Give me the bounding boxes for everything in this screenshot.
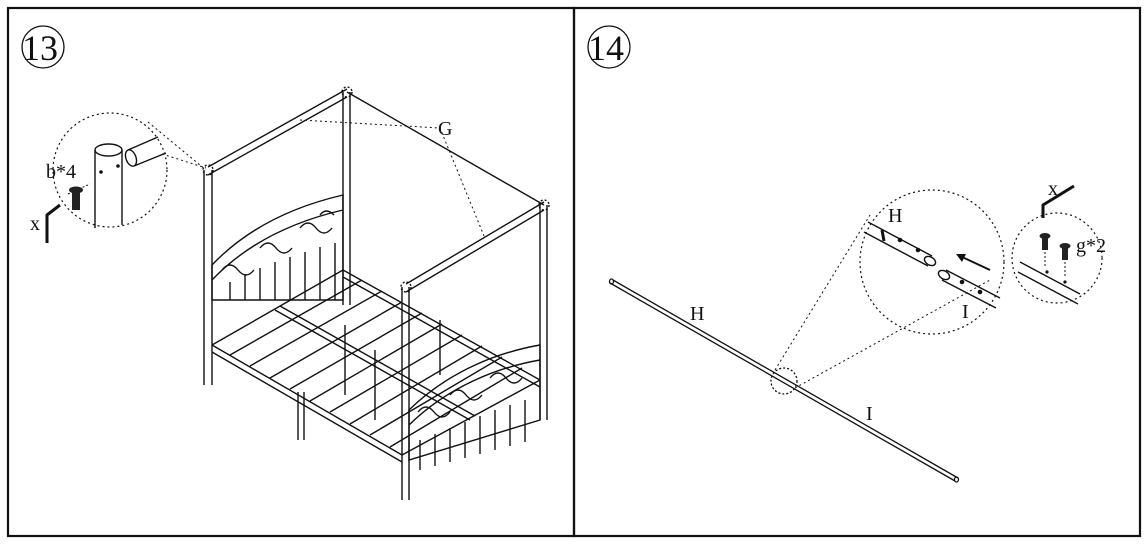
callout-rod-end [124, 149, 138, 167]
rod-h-i-assembly [608, 278, 960, 483]
callout-post [94, 150, 123, 228]
zoom-h-label: H [888, 205, 902, 227]
callout-circle [52, 112, 168, 228]
allen-key-icon [45, 203, 61, 243]
screw-g-label: g*2 [1076, 235, 1106, 257]
step-13-number-circle [21, 25, 65, 69]
callout-rod [127, 136, 167, 167]
zoom-i-label: I [962, 301, 969, 323]
callout-post-top [94, 143, 123, 157]
panel-13-frame [6, 6, 576, 538]
callout-leader [147, 121, 207, 171]
screw-b-icon [67, 183, 91, 210]
screw-g-icon [1039, 233, 1071, 278]
rod-g-label: G [438, 118, 452, 140]
post-hole [99, 170, 103, 174]
panel-step-14: 14 H I [572, 6, 1142, 538]
screw-callout-circle [1011, 212, 1103, 304]
insert-direction-arrow-icon [959, 255, 991, 271]
screw-detail-callout: b*4 x [30, 112, 207, 243]
rod-h-label: H [690, 303, 704, 325]
step-14-number-circle [587, 25, 631, 69]
joint-callout-circle [859, 189, 1005, 335]
allen-key-icon [1041, 184, 1075, 218]
post-hole [116, 164, 120, 168]
screw-b-label: b*4 [46, 161, 76, 183]
joint-detail-callout: H I [774, 189, 1005, 389]
panel-14-frame [572, 6, 1142, 538]
screw-detail-callout-14: x g*2 [1011, 178, 1106, 305]
rod-g-callout: G [299, 118, 485, 237]
joint-leader [774, 214, 991, 389]
allen-key-label: x [30, 213, 40, 235]
rod-i-label: I [866, 403, 873, 425]
canopy-bed-frame [202, 86, 550, 500]
allen-key-label: x [1048, 178, 1058, 200]
panel-step-13: 13 b*4 x [6, 6, 576, 538]
